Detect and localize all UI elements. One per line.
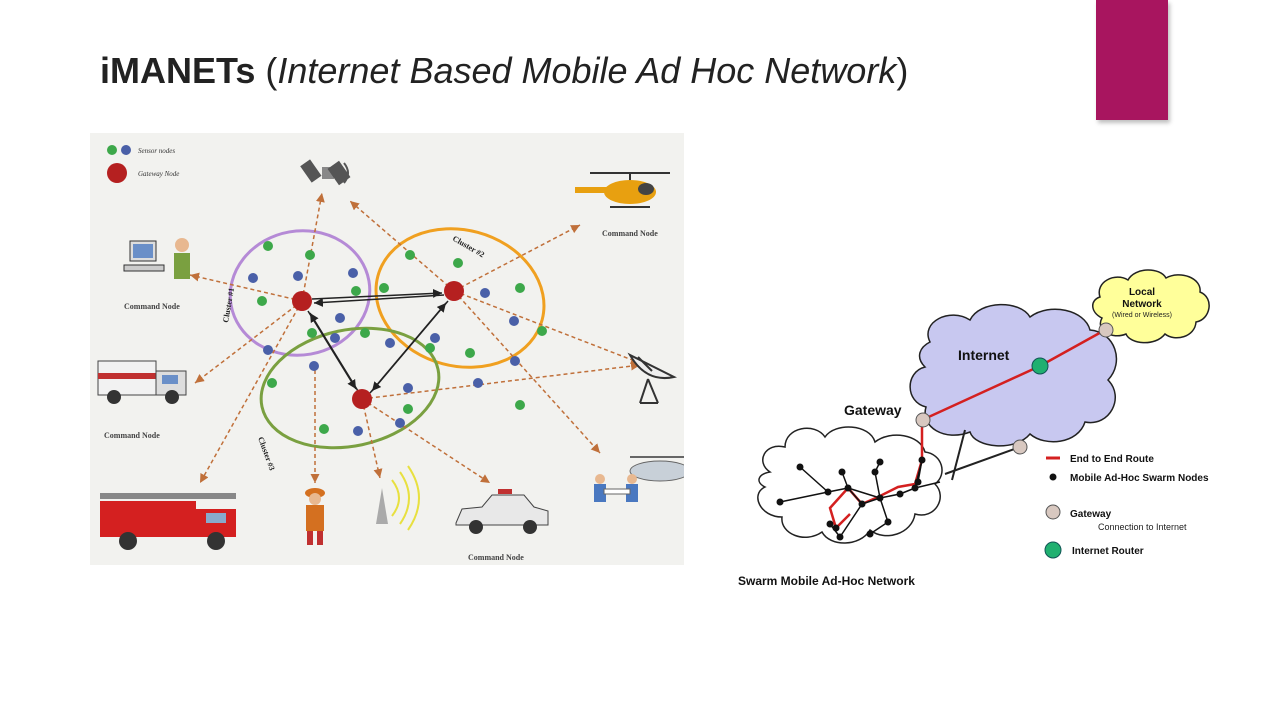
swarm-network-label: Swarm Mobile Ad-Hoc Network — [738, 574, 915, 588]
legend-route-label: End to End Route — [1070, 454, 1154, 465]
swarm-network-figure: Internet Local Network (Wired or Wireles… — [730, 262, 1230, 602]
computer-command-label: Command Node — [124, 302, 180, 311]
legend-router-label: Internet Router — [1072, 546, 1144, 557]
legend-gateway-sublabel: Connection to Internet — [1098, 522, 1187, 532]
legend-gateway-dot — [107, 163, 127, 183]
wireless-tower-icon — [376, 465, 420, 531]
title-acronym: iMANETs — [100, 50, 256, 91]
swarm-cloud — [757, 426, 943, 544]
police-command-label: Command Node — [468, 553, 524, 562]
satellite-icon — [300, 159, 351, 186]
ambulance-icon — [97, 360, 187, 404]
gateway-links — [307, 288, 449, 394]
firefighter-icon — [305, 488, 325, 545]
legend-sensor-label: Sensor nodes — [138, 147, 175, 155]
gateway-label: Gateway — [844, 402, 902, 418]
cluster-3-boundary — [259, 326, 441, 450]
title-close-paren: ) — [896, 50, 909, 91]
sensor-network-svg: Sensor nodes Gateway Node Cluster #1 Clu… — [97, 145, 691, 562]
title-open-paren: ( — [265, 50, 278, 91]
internet-label: Internet — [958, 347, 1010, 363]
accent-bar — [1096, 0, 1168, 120]
fire-truck-icon — [100, 493, 236, 550]
internet-cloud: Internet — [909, 303, 1118, 447]
title-expansion: Internet Based Mobile Ad Hoc Network — [277, 50, 897, 91]
legend-sensor-blue-dot — [121, 145, 131, 155]
uplink-arrows — [189, 192, 641, 484]
local-network-subtitle: (Wired or Wireless) — [1112, 312, 1172, 319]
cluster-2-label: Cluster #2 — [451, 234, 486, 259]
cluster-3-label: Cluster #3 — [256, 436, 276, 472]
slide-title: iMANETs (Internet Based Mobile Ad Hoc Ne… — [100, 50, 908, 92]
gateway-node-left — [915, 412, 931, 428]
legend-sensor-green-dot — [107, 145, 117, 155]
swarm-legend: End to End Route Mobile Ad-Hoc Swarm Nod… — [1044, 454, 1209, 559]
internet-router-node — [1031, 357, 1049, 375]
gateway-node-3 — [352, 389, 372, 409]
cluster-1-boundary — [228, 229, 372, 357]
computer-operator-icon — [123, 238, 190, 279]
ambulance-command-label: Command Node — [104, 431, 160, 440]
legend-router-swatch — [1044, 541, 1062, 559]
gateway-node-2 — [444, 281, 464, 301]
legend-swarm-nodes-label: Mobile Ad-Hoc Swarm Nodes — [1070, 473, 1209, 484]
rescue-team-icon — [594, 456, 691, 502]
gateway-node-1 — [292, 291, 312, 311]
legend: Sensor nodes Gateway Node — [107, 145, 179, 183]
local-network-title-line1: Local — [1129, 287, 1155, 298]
local-network-title-line2: Network — [1122, 299, 1162, 310]
gateway-node-internet — [1012, 439, 1028, 455]
legend-gateway-label: Gateway — [1070, 509, 1112, 520]
legend-gateway-label: Gateway Node — [138, 170, 179, 178]
swarm-network-svg: Internet Local Network (Wired or Wireles… — [738, 269, 1210, 588]
legend-swarm-node-swatch — [1049, 473, 1057, 481]
end-to-end-route — [828, 328, 1106, 531]
helicopter-icon — [575, 172, 670, 208]
gateway-node-local — [1098, 322, 1114, 338]
helicopter-command-label: Command Node — [602, 229, 658, 238]
gateway-uplink — [951, 429, 966, 481]
swarm-nodes — [776, 456, 926, 541]
cluster-2-boundary — [374, 227, 546, 369]
police-car-icon — [455, 489, 549, 534]
sensor-nodes — [248, 241, 547, 436]
legend-gateway-swatch — [1045, 504, 1061, 520]
satellite-dish-icon — [627, 352, 677, 404]
swarm-to-gateway-link — [944, 446, 1021, 475]
sensor-network-figure: Sensor nodes Gateway Node Cluster #1 Clu… — [90, 133, 691, 565]
